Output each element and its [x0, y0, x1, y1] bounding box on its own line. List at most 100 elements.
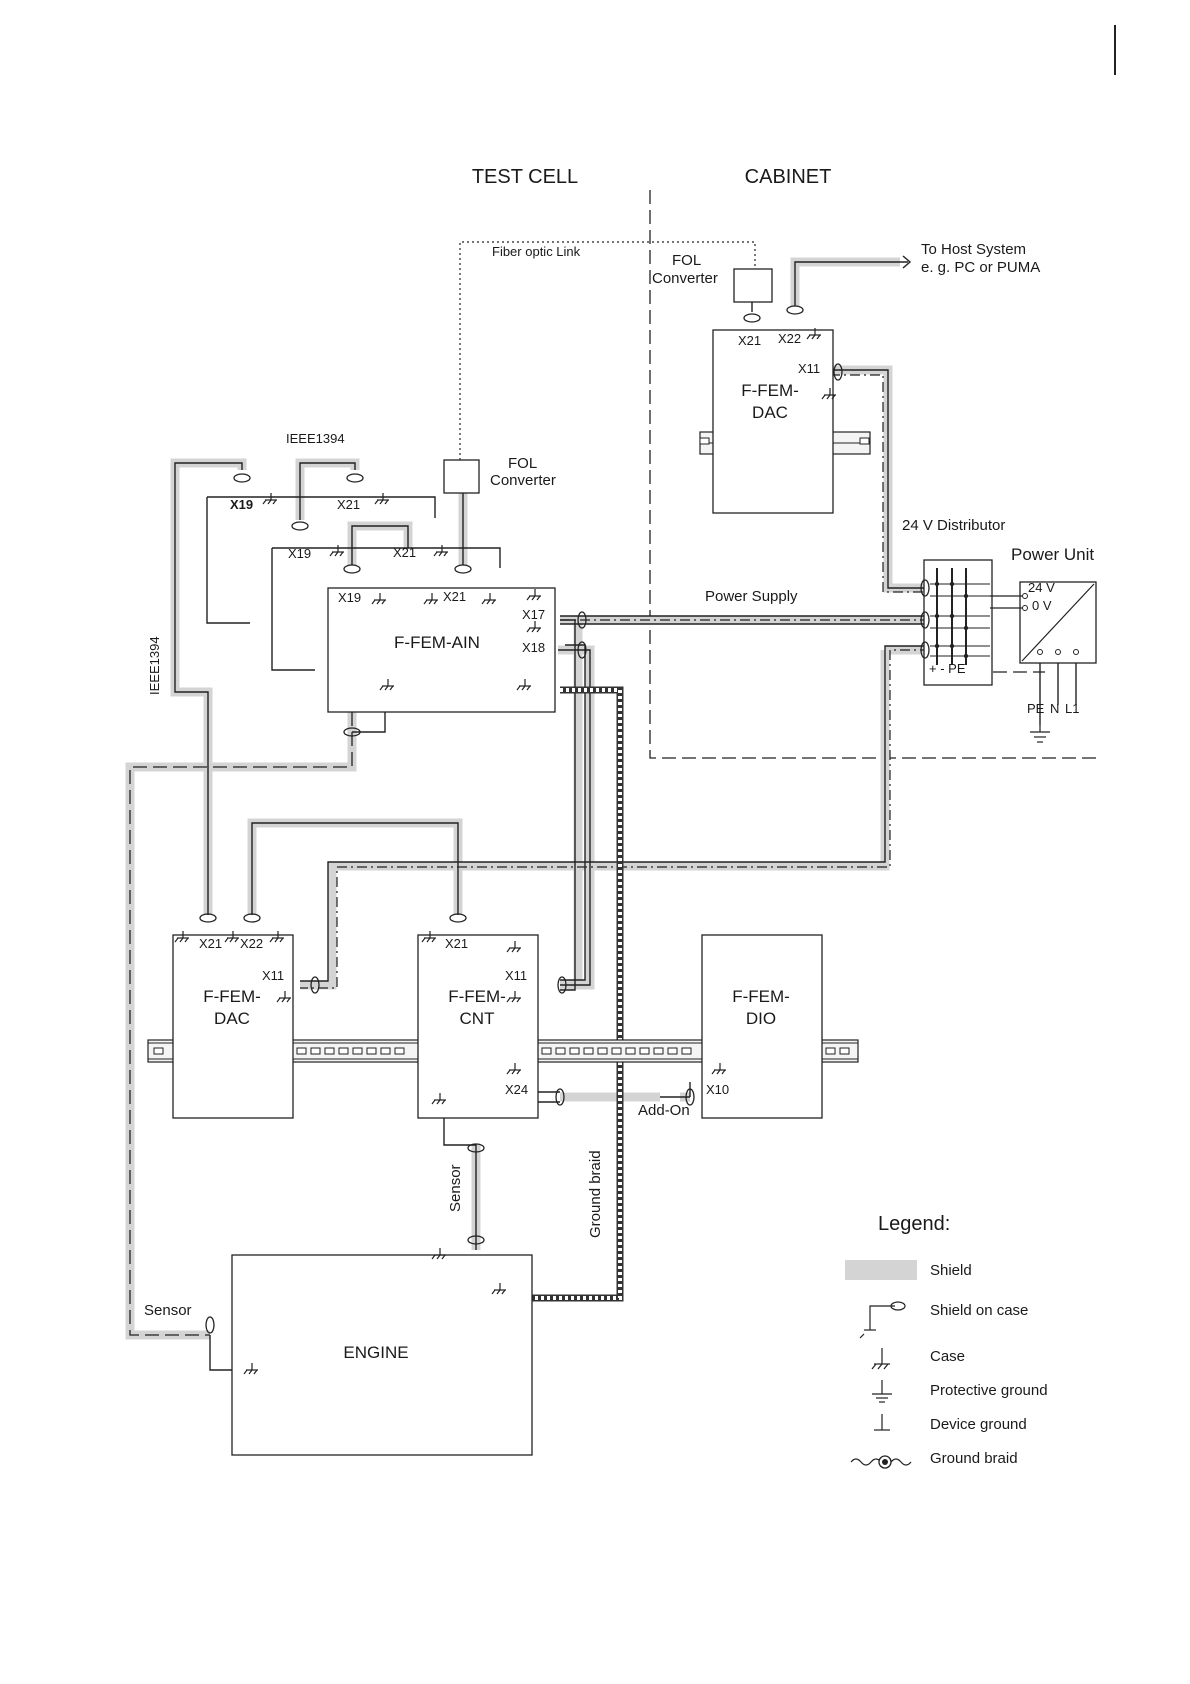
ain-stack-x19-b: X19	[288, 546, 311, 561]
distributor-label: 24 V Distributor	[902, 517, 1005, 534]
rail-hole	[639, 1047, 650, 1055]
shield-clamps	[199, 305, 930, 1334]
power-unit-diagonal	[1021, 583, 1095, 662]
pe-terminal-label: PE	[1027, 701, 1045, 716]
fol-converter-cabinet-label-2: Converter	[652, 270, 718, 287]
ieee1394-top-label: IEEE1394	[286, 431, 345, 446]
n-terminal-label: N	[1050, 701, 1059, 716]
v24-label: 24 V	[1028, 580, 1055, 595]
power-supply-label: Power Supply	[705, 588, 798, 605]
distributor-busbars	[930, 568, 1079, 665]
legend-shield-on-case-symbol	[859, 1301, 906, 1339]
rail-hole	[597, 1047, 608, 1055]
fol-converter-cell-label-1: FOL	[508, 455, 537, 472]
protective-ground-symbol	[1030, 725, 1050, 743]
rail-hole	[839, 1047, 850, 1055]
legend-title: Legend:	[878, 1213, 950, 1235]
case-ground-icon	[506, 1063, 521, 1075]
dio-box	[701, 934, 823, 1119]
ain-x21: X21	[443, 589, 466, 604]
cnt-name-1: F-FEM-	[448, 987, 506, 1006]
legend-device-ground: Device ground	[930, 1416, 1027, 1433]
rail-hole	[625, 1047, 636, 1055]
case-ground-icon	[821, 388, 836, 400]
rail-hole	[296, 1047, 307, 1055]
rail-hole	[338, 1047, 349, 1055]
legend-protective-ground-symbol	[872, 1380, 892, 1403]
case-ground-icon	[526, 589, 541, 601]
dac-cell-box	[172, 934, 294, 1119]
test-cell-heading: TEST CELL	[472, 166, 578, 188]
rail-hole	[681, 1047, 692, 1055]
case-ground-icon	[481, 593, 496, 605]
rail-hole	[352, 1047, 363, 1055]
legend-device-ground-symbol	[874, 1414, 890, 1431]
fiber-optic-label: Fiber optic Link	[492, 244, 581, 259]
fol-converter-cell-label-2: Converter	[490, 472, 556, 489]
case-ground-icon	[711, 1063, 726, 1075]
case-ground-icon	[431, 1248, 446, 1260]
l1-terminal-label: L1	[1065, 701, 1079, 716]
cnt-box	[417, 934, 539, 1119]
to-host-line1: To Host System	[921, 241, 1026, 258]
legend-protective-ground: Protective ground	[930, 1382, 1048, 1399]
cabinet-heading: CABINET	[745, 166, 832, 188]
dac-cell-x21: X21	[199, 936, 222, 951]
rail-hole	[366, 1047, 377, 1055]
engine-box	[231, 1254, 533, 1456]
rail-hole	[310, 1047, 321, 1055]
case-ground-icon	[421, 931, 436, 943]
legend: Legend: Shield Shield on case Case Prote…	[845, 1213, 1048, 1469]
sensor-left-label: Sensor	[144, 1302, 192, 1319]
case-ground-icon	[526, 621, 541, 633]
to-host-line2: e. g. PC or PUMA	[921, 259, 1040, 276]
legend-shield-on-case: Shield on case	[930, 1302, 1028, 1319]
rail-hole	[555, 1047, 566, 1055]
case-ground-icon	[506, 941, 521, 953]
case-ground-icon	[516, 679, 531, 691]
case-ground-icon	[243, 1363, 258, 1375]
dac-cell-x22: X22	[240, 936, 263, 951]
dac-cabinet-name-1: F-FEM-	[741, 381, 799, 400]
cnt-name-2: CNT	[460, 1009, 495, 1028]
case-ground-icon	[379, 679, 394, 691]
case-ground-icon	[329, 545, 344, 557]
case-ground-icon	[269, 931, 284, 943]
case-ground-icon	[431, 1093, 446, 1105]
case-ground-symbols	[174, 328, 836, 1375]
ain-stack-x21-b: X21	[393, 545, 416, 560]
cabinet-boundary	[649, 190, 1100, 759]
case-ground-icon	[371, 593, 386, 605]
ain-box	[327, 587, 556, 713]
ain-name: F-FEM-AIN	[394, 633, 480, 652]
dio-name-1: F-FEM-	[732, 987, 790, 1006]
ain-stack-x21-a: X21	[337, 497, 360, 512]
rail-hole	[541, 1047, 552, 1055]
dac-cell-x11: X11	[262, 968, 284, 983]
ain-x19: X19	[338, 590, 361, 605]
case-ground-icon	[491, 1283, 506, 1295]
rail-hole	[859, 437, 870, 445]
dac-cell-name-1: F-FEM-	[203, 987, 261, 1006]
rail-hole	[667, 1047, 678, 1055]
legend-case: Case	[930, 1348, 965, 1365]
rail-hole	[583, 1047, 594, 1055]
sensor-vertical-label: Sensor	[447, 1164, 464, 1212]
legend-case-symbol	[871, 1348, 890, 1370]
dac-cabinet-x22: X22	[778, 331, 801, 346]
case-ground-icon	[276, 991, 291, 1003]
fol-converter-cell-box	[443, 459, 480, 494]
case-ground-icon	[262, 493, 277, 505]
cnt-x24: X24	[505, 1082, 528, 1097]
legend-shield: Shield	[930, 1262, 972, 1279]
rail-hole	[324, 1047, 335, 1055]
rail-hole	[653, 1047, 664, 1055]
add-on-label: Add-On	[638, 1102, 690, 1119]
engine-label: ENGINE	[343, 1343, 408, 1362]
rail-hole	[153, 1047, 164, 1055]
fol-converter-cabinet-label-1: FOL	[672, 252, 701, 269]
dio-x10: X10	[706, 1082, 729, 1097]
dac-cabinet-box	[712, 329, 834, 514]
dac-cabinet-x21: X21	[738, 333, 761, 348]
v0-label: 0 V	[1032, 598, 1052, 613]
